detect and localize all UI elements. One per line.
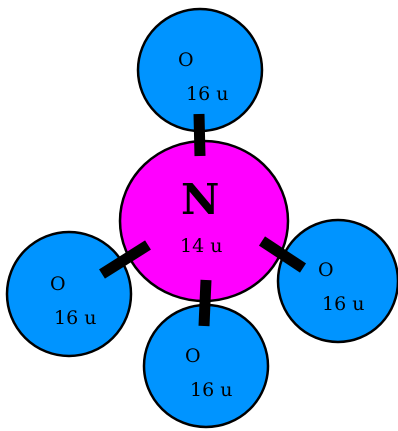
outer-atom-left-mass: 16 u [54,307,96,329]
bond-left [99,240,151,279]
outer-atom-left: O 16 u [5,230,133,358]
bond-top [193,113,206,157]
center-atom-mass: 14 u [180,235,222,257]
outer-atom-right-mass: 16 u [322,293,364,315]
outer-atom-top-circle [136,7,264,133]
outer-atom-top: O 16 u [136,7,264,133]
center-atom: N 14 u [118,139,290,303]
outer-atom-top-mass: 16 u [186,83,228,105]
outer-atom-right-symbol: O [318,259,334,281]
outer-atom-bottom-mass: 16 u [190,379,232,401]
center-atom-symbol: N [181,175,219,224]
outer-atom-top-symbol: O [178,49,194,71]
outer-atom-left-circle [5,230,133,358]
bond-right [258,236,307,273]
outer-atom-right: O 16 u [276,218,398,344]
bond-bottom [198,279,212,327]
outer-atom-right-circle [276,218,398,344]
outer-atom-bottom-symbol: O [185,345,201,367]
outer-atom-bottom: O 16 u [142,303,270,429]
outer-atom-left-symbol: O [50,273,66,295]
